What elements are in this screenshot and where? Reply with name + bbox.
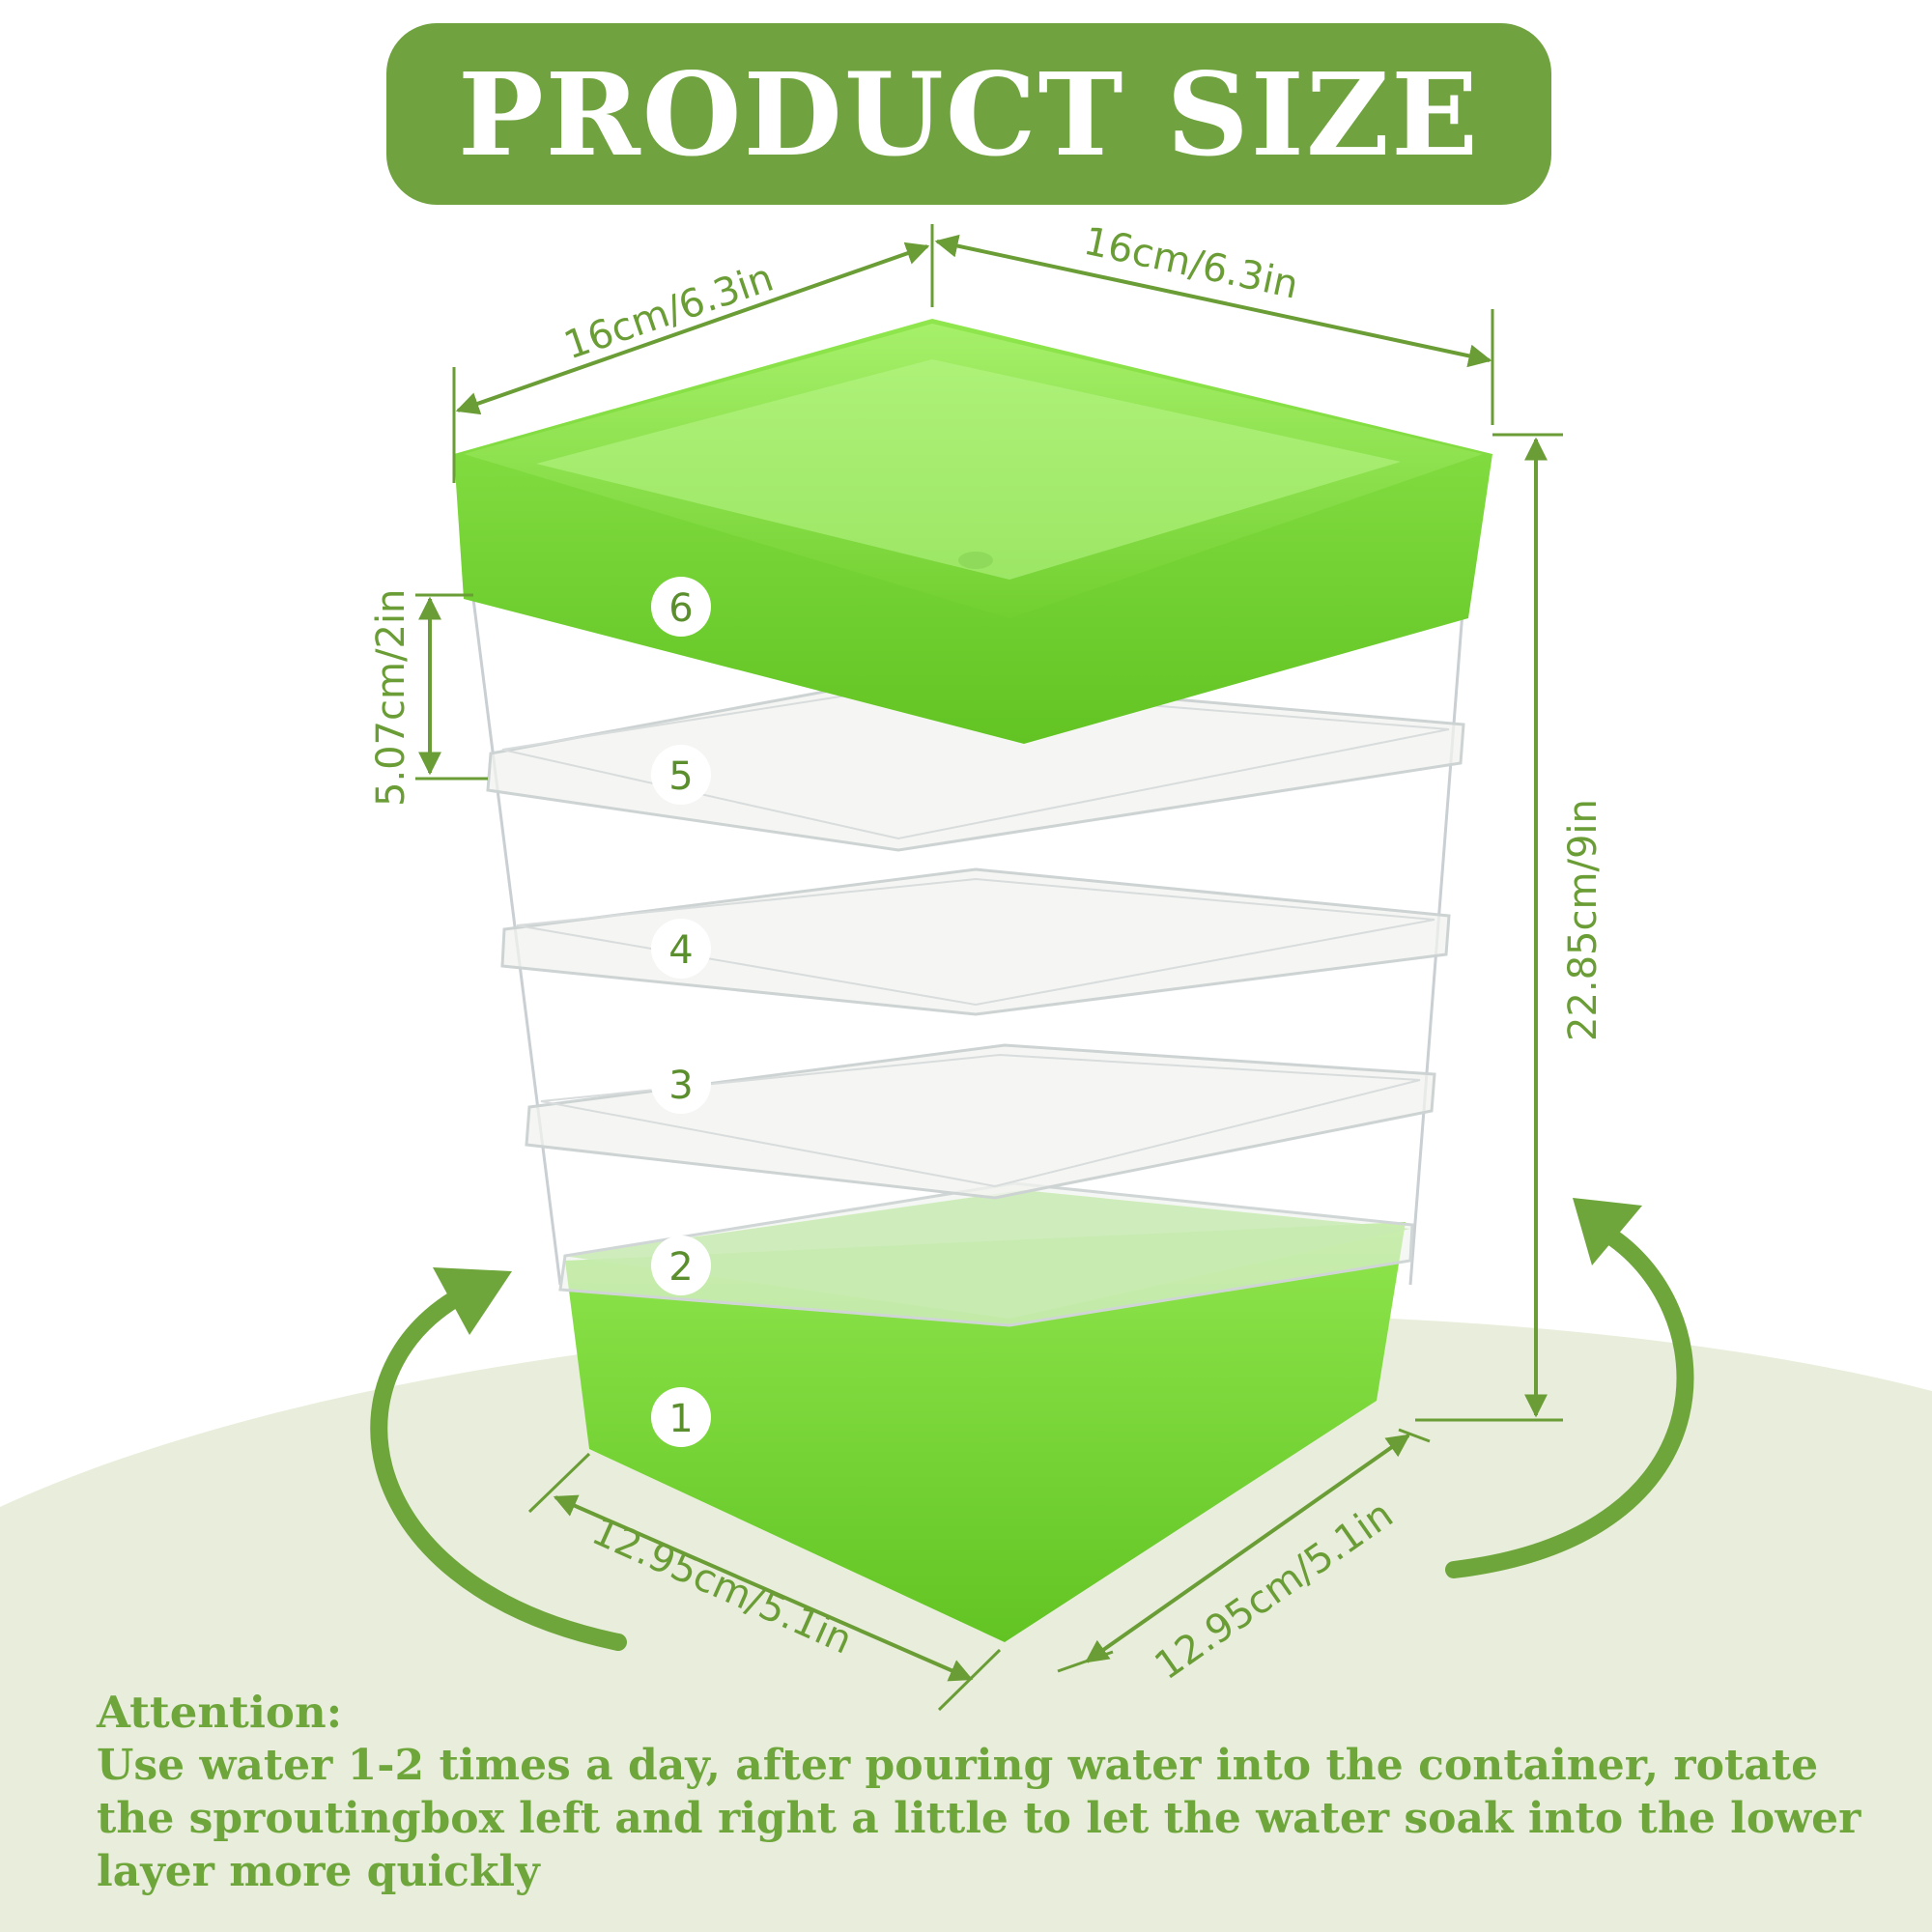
svg-text:5: 5 xyxy=(668,754,693,799)
svg-text:6: 6 xyxy=(668,586,693,631)
attention-line-2: the sproutingbox left and right a little… xyxy=(97,1794,1861,1843)
attention-line-1: Use water 1-2 times a day, after pouring… xyxy=(97,1741,1819,1790)
tray-3 xyxy=(525,1043,1436,1200)
svg-text:1: 1 xyxy=(668,1397,693,1441)
page-title: PRODUCT SIZE xyxy=(457,46,1481,182)
dim-line-bottom-left xyxy=(553,1494,974,1682)
tray-4 xyxy=(500,867,1451,1016)
dim-label-total-height: 22.85cm/9in xyxy=(1561,799,1605,1041)
svg-text:2: 2 xyxy=(668,1245,693,1290)
tray-6 xyxy=(454,319,1492,744)
rotate-right-arrow-icon xyxy=(1445,1223,1694,1578)
dim-label-tier-height: 5.07cm/2in xyxy=(369,589,413,807)
dim-line-top-right xyxy=(934,234,1492,368)
svg-text:3: 3 xyxy=(668,1064,693,1108)
tier-badge-2: 2 xyxy=(651,1236,711,1295)
tier-badge-6: 6 xyxy=(651,577,711,637)
attention-line-3: layer more quickly xyxy=(97,1847,540,1896)
attention-heading: Attention: xyxy=(97,1687,343,1738)
dim-label-top-left: 16cm/6.3in xyxy=(558,256,779,369)
tier-badge-5: 5 xyxy=(651,745,711,805)
tier-badge-3: 3 xyxy=(651,1054,711,1114)
attention-note: Attention: Use water 1-2 times a day, af… xyxy=(97,1686,1893,1898)
rotate-left-arrow-icon xyxy=(370,1276,627,1651)
tier-badge-1: 1 xyxy=(651,1387,711,1447)
dim-line-bottom-right xyxy=(1085,1434,1410,1663)
dim-line-top-left xyxy=(455,242,930,415)
svg-text:4: 4 xyxy=(668,928,693,973)
header-banner: PRODUCT SIZE xyxy=(386,23,1551,205)
tier-badge-4: 4 xyxy=(651,919,711,979)
